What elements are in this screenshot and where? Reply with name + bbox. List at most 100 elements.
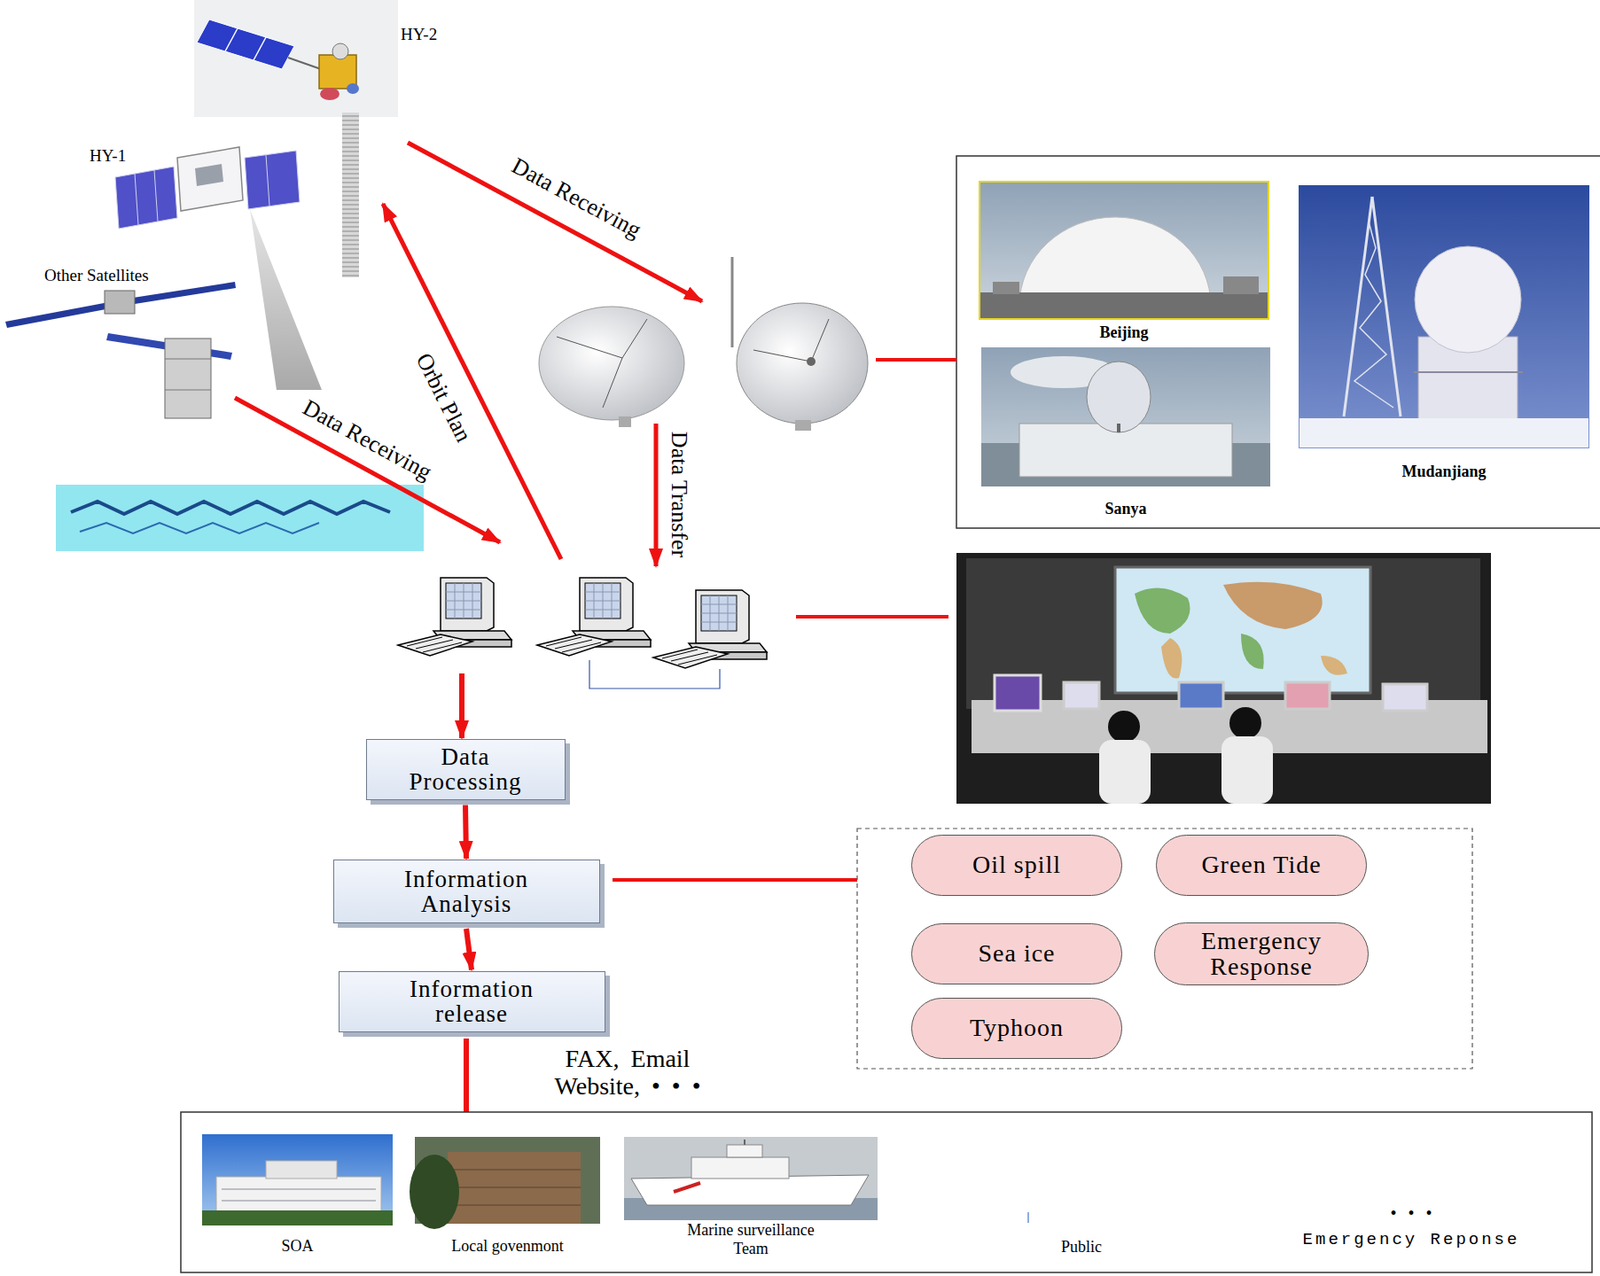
building	[447, 1152, 581, 1225]
station-photo	[1298, 185, 1590, 449]
topic-pill: Oil spill	[911, 835, 1123, 897]
topic-label: Green Tide	[1201, 851, 1321, 878]
satellite-name: Other Satellites	[44, 265, 149, 286]
satellite-background	[194, 0, 399, 118]
satellite-part	[195, 163, 224, 187]
data-arrow	[654, 423, 659, 567]
topic-label: Typhoon	[969, 1014, 1064, 1041]
map-land	[1240, 633, 1265, 670]
building	[216, 1177, 382, 1213]
topic-pill: Emergency Response	[1154, 922, 1369, 986]
antenna-dish	[1086, 361, 1151, 433]
satellite-beam	[249, 209, 322, 391]
flow-arrow	[466, 928, 472, 971]
user-photo: Local govenmont	[414, 1137, 601, 1259]
user-caption: Local govenmont	[414, 1237, 601, 1257]
building	[980, 292, 1268, 319]
operator	[1108, 710, 1140, 743]
panel-grid	[265, 155, 270, 206]
panel-strut	[288, 57, 321, 70]
panel-grid	[225, 28, 238, 52]
process-label: Information Analysis	[373, 866, 560, 918]
station-photo: Mudanjiang	[1298, 185, 1590, 484]
satellite-body	[164, 338, 211, 419]
building	[1413, 371, 1523, 374]
link-line	[463, 1038, 469, 1113]
console-monitor	[1382, 684, 1428, 711]
control-room-photo	[956, 553, 1491, 804]
antenna-base	[618, 416, 632, 428]
sea-wave	[79, 522, 320, 534]
panel-grid	[134, 173, 139, 226]
user-caption: SOA	[202, 1237, 393, 1257]
ellipsis-mark: • • •	[1276, 1203, 1546, 1225]
sea-surface	[55, 484, 424, 552]
satellite-part	[320, 87, 340, 101]
antenna-base	[1116, 423, 1121, 433]
topic-label: Emergency Response	[1169, 928, 1354, 981]
antenna-feed	[556, 336, 623, 359]
process-box: Information Analysis	[333, 859, 601, 924]
solar-panel	[132, 281, 236, 305]
ship-deck	[691, 1157, 789, 1179]
console-monitor	[994, 675, 1041, 711]
map-screen	[1115, 567, 1371, 694]
operator	[1099, 740, 1151, 804]
map-land	[1161, 638, 1182, 680]
ship-deck	[726, 1145, 763, 1158]
topic-pill: Sea ice	[911, 923, 1123, 985]
station-photo	[979, 181, 1269, 320]
satellite: HY-2	[194, 0, 487, 120]
station-photo: Sanya	[981, 347, 1271, 522]
user-panel	[180, 1112, 1593, 1273]
building	[221, 1201, 376, 1202]
station-panel	[956, 156, 1600, 529]
console-monitor	[1063, 682, 1100, 710]
building	[447, 1187, 581, 1189]
satellite-body	[319, 54, 357, 89]
antenna-feed	[622, 319, 648, 359]
station-caption: Beijing	[979, 323, 1269, 343]
solar-panel	[115, 166, 178, 229]
building	[1223, 276, 1259, 295]
user-caption: Marine surveillance Team	[671, 1221, 831, 1258]
trees	[202, 1210, 393, 1226]
snow	[1299, 418, 1589, 448]
user-caption: Public	[1019, 1238, 1144, 1257]
user-photo: Marine surveillance Team	[624, 1137, 878, 1271]
panel-grid	[253, 37, 266, 61]
arrow-label: Orbit Plan	[410, 349, 477, 446]
solar-panel	[244, 150, 300, 210]
satellite-body	[104, 290, 135, 314]
public-mark	[1027, 1212, 1029, 1224]
flow-arrow	[465, 805, 467, 860]
network-line	[589, 660, 720, 689]
antenna-feed	[602, 358, 623, 408]
map-land	[1320, 655, 1348, 676]
topic-label: Sea ice	[977, 940, 1055, 967]
topic-group	[857, 828, 1473, 1070]
arrow-label: Data Receiving	[297, 395, 436, 486]
user-item: Public	[1019, 1214, 1144, 1265]
user-item: • • •Emergency Reponse	[1276, 1203, 1546, 1270]
satellite-part	[346, 83, 360, 94]
data-arrow	[459, 673, 465, 739]
process-label: Information release	[378, 976, 565, 1028]
soa-photo	[202, 1134, 393, 1226]
map-land	[1223, 582, 1323, 630]
building	[265, 1161, 337, 1179]
arrow-label: Data Transfer	[666, 431, 693, 558]
station-photo: Beijing	[979, 181, 1269, 346]
building	[992, 281, 1020, 295]
building	[447, 1205, 581, 1207]
solar-panel	[196, 19, 295, 70]
link-line	[612, 878, 858, 882]
antenna-feed	[806, 357, 816, 367]
process-box: Information release	[338, 971, 606, 1033]
topic-pill: Typhoon	[911, 998, 1123, 1060]
ship-photo	[624, 1137, 878, 1221]
channel-label: FAX, Email Website, • • •	[532, 1045, 724, 1101]
